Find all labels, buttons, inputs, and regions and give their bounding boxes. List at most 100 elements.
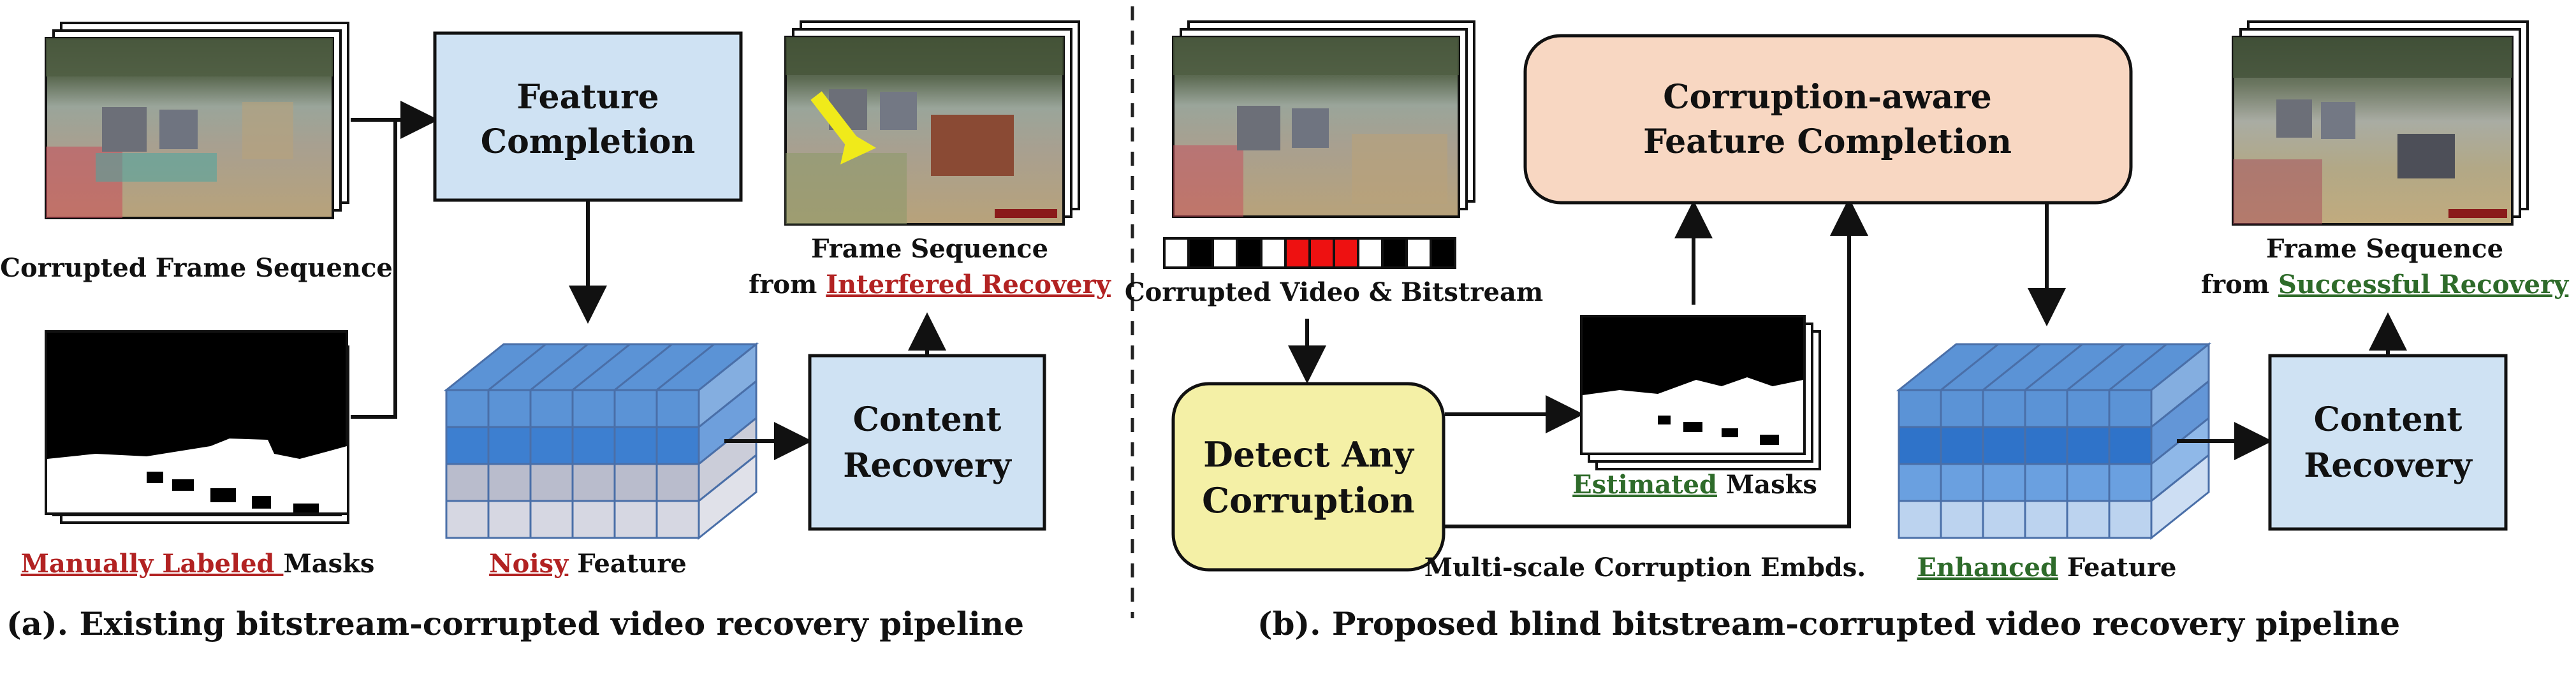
- successful-output-prefix: from: [2201, 270, 2278, 300]
- cube-front-cell: [487, 426, 532, 465]
- detect-line2: Corruption: [1202, 480, 1415, 521]
- aware-completion-line2: Feature Completion: [1643, 122, 2012, 161]
- cube-front-cell: [2108, 500, 2153, 539]
- cube-front-cell: [655, 500, 700, 539]
- noisy-feature-suffix: Feature: [568, 549, 687, 579]
- bitstream-cell: [1236, 237, 1262, 269]
- bitstream-cell: [1308, 237, 1335, 269]
- cube-front-cell: [655, 463, 700, 502]
- cube-front-cell: [2024, 426, 2068, 465]
- bitstream-cell: [1284, 237, 1311, 269]
- cube-front-cell: [1940, 500, 1984, 539]
- embeddings-label: Multi-scale Corruption Embds.: [1424, 553, 1866, 583]
- cube-front-cell: [2066, 500, 2111, 539]
- manual-masks-highlight: Manually Labeled: [21, 549, 284, 579]
- corrupted-frame-stack: [45, 22, 349, 219]
- cube-front-cell: [1898, 500, 1942, 539]
- aware-completion-line1: Corruption-aware: [1663, 78, 1992, 117]
- bitstream-cell: [1430, 237, 1456, 269]
- corrupted-frame-label: Corrupted Frame Sequence: [0, 253, 393, 283]
- successful-output-highlight: Successful Recovery: [2278, 270, 2570, 300]
- cube-front-cell: [1898, 463, 1942, 502]
- successful-output-line2: from Successful Recovery: [2201, 270, 2570, 300]
- cube-front-cell: [2066, 426, 2111, 465]
- interfered-output-prefix: from: [749, 270, 826, 300]
- interfered-output-stack: [784, 20, 1080, 226]
- cube-front-cell: [445, 463, 490, 502]
- interfered-output-highlight: Interfered Recovery: [826, 270, 1111, 300]
- manual-mask-stack: [45, 330, 349, 524]
- cube-front-cell: [2024, 463, 2068, 502]
- bitstream-cell: [1187, 237, 1214, 269]
- cube-front-cell: [487, 500, 532, 539]
- cube-front-cell: [2108, 389, 2153, 428]
- estimated-masks-suffix: Masks: [1717, 470, 1817, 500]
- noisy-feature-highlight: Noisy: [489, 549, 569, 579]
- corrupted-video-stack: [1172, 20, 1475, 218]
- enhanced-feature-label: Enhanced Feature: [1917, 553, 2176, 583]
- cube-front-cell: [2108, 463, 2153, 502]
- interfered-output-line2: from Interfered Recovery: [749, 270, 1112, 300]
- successful-output-stack: [2232, 20, 2529, 226]
- cube-front-cell: [1898, 389, 1942, 428]
- cube-front-cell: [529, 426, 574, 465]
- cube-side-cell: [2150, 453, 2210, 540]
- cube-front-cell: [613, 389, 658, 428]
- cube-front-cell: [613, 500, 658, 539]
- bitstream-cell: [1381, 237, 1408, 269]
- feature-completion-line2: Completion: [481, 122, 696, 161]
- cube-front-cell: [571, 463, 616, 502]
- cube-front-cell: [487, 463, 532, 502]
- cube-front-cell: [571, 426, 616, 465]
- cube-front-cell: [571, 500, 616, 539]
- cube-front-cell: [1940, 463, 1984, 502]
- cube-front-cell: [1982, 463, 2026, 502]
- cube-front-cell: [2066, 463, 2111, 502]
- detect-any-corruption-box: [1171, 382, 1445, 572]
- noisy-feature-cube: [443, 342, 759, 540]
- estimated-masks-highlight: Estimated: [1572, 470, 1717, 500]
- mask-to-completion-arrow: [351, 120, 397, 419]
- corrupted-video-label: Corrupted Video & Bitstream: [1125, 277, 1543, 307]
- caption-left: (a). Existing bitstream-corrupted video …: [6, 605, 1024, 642]
- cube-front-cell: [655, 389, 700, 428]
- detect-embeddings-arrow: [1445, 198, 1868, 528]
- cube-front-cell: [571, 389, 616, 428]
- cube-front-cell: [445, 500, 490, 539]
- cube-front-cell: [2108, 426, 2153, 465]
- bitstream-cell: [1333, 237, 1359, 269]
- bitstream-cell: [1163, 237, 1190, 269]
- detect-line1: Detect Any: [1203, 434, 1414, 475]
- enhanced-feature-suffix: Feature: [2058, 553, 2177, 583]
- bitstream-cell: [1211, 237, 1238, 269]
- interfered-output-line1: Frame Sequence: [811, 234, 1048, 264]
- feature-completion-line1: Feature: [516, 78, 659, 117]
- cube-front-cell: [2024, 389, 2068, 428]
- cube-front-cell: [529, 463, 574, 502]
- corruption-aware-completion-box: [1523, 34, 2133, 205]
- cube-front-cell: [1982, 500, 2026, 539]
- cube-front-cell: [487, 389, 532, 428]
- bitstream-cell: [1260, 237, 1287, 269]
- manual-masks-label: Manually Labeled Masks: [21, 549, 375, 579]
- content-recovery-box-right: [2268, 354, 2508, 531]
- caption-right: (b). Proposed blind bitstream-corrupted …: [1257, 605, 2400, 642]
- cube-front-cell: [613, 426, 658, 465]
- estimated-mask-stack: [1580, 315, 1821, 470]
- enhanced-feature-highlight: Enhanced: [1917, 553, 2058, 583]
- cube-front-cell: [613, 463, 658, 502]
- manual-masks-suffix: Masks: [283, 549, 374, 579]
- feature-completion-box: [433, 31, 743, 202]
- noisy-feature-label: Noisy Feature: [489, 549, 687, 579]
- enhanced-feature-cube: [1896, 342, 2212, 540]
- bitstream-cell: [1357, 237, 1384, 269]
- bitstream-bar: [1163, 237, 1456, 269]
- cube-front-cell: [655, 426, 700, 465]
- cube-front-cell: [1898, 426, 1942, 465]
- cube-front-cell: [529, 389, 574, 428]
- cube-front-cell: [1940, 426, 1984, 465]
- bitstream-cell: [1405, 237, 1432, 269]
- content-recovery-right-line1: Content: [2314, 400, 2463, 439]
- cube-front-cell: [1940, 389, 1984, 428]
